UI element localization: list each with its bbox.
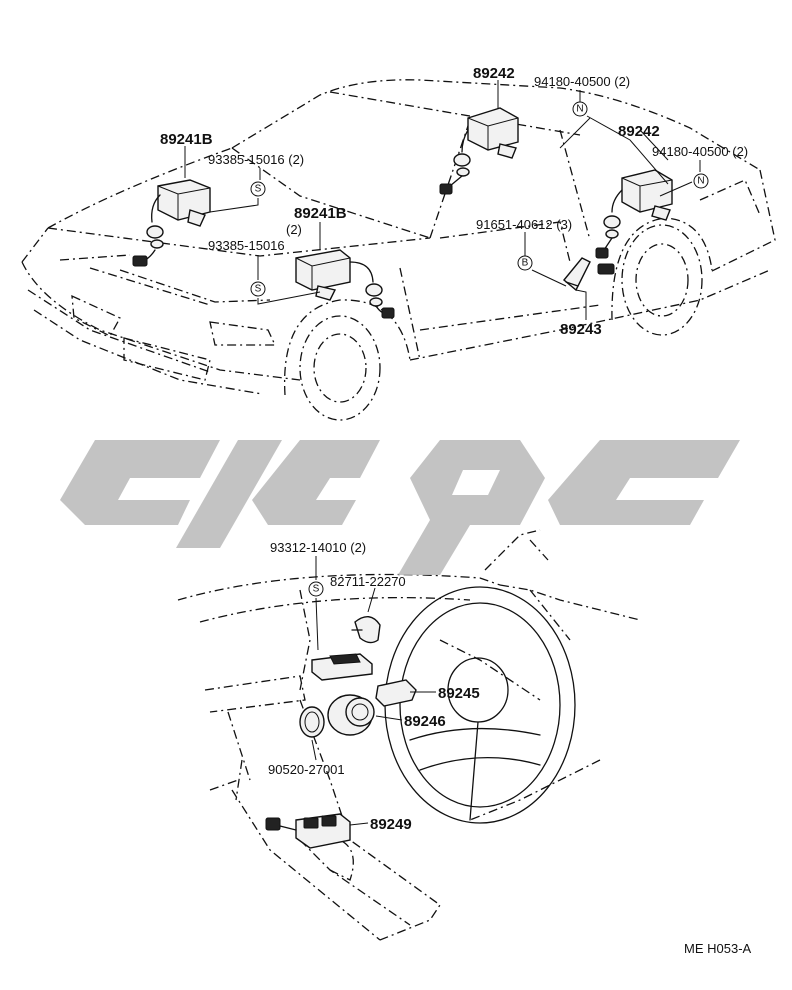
symbol-b-text: B [522,258,529,269]
label-89245: 89245 [438,685,480,702]
dashboard-outline [177,529,641,941]
ring-90520 [299,706,325,738]
symbol-s-dash: S [308,581,324,597]
label-93385-left: 93385-15016 (2) [208,152,304,167]
label-89246: 89246 [404,713,446,730]
symbol-s-left-text: S [255,184,262,195]
label-90520: 90520-27001 [268,762,345,777]
sensor-89241b-left [132,179,211,267]
label-89241b-left: 89241B [160,131,213,148]
control-89245 [375,679,417,707]
label-93312: 93312-14010 (2) [270,540,366,555]
switch-89246 [327,694,375,736]
symbol-n-top-text: N [576,104,583,115]
symbol-s-center: S [250,281,266,297]
sensor-89242-right [595,169,673,275]
label-94180-right: 94180-40500 (2) [652,144,748,159]
diagram-code: ME H053-A [684,941,752,956]
symbol-n-top: N [572,101,588,117]
switch-89249 [265,813,351,849]
label-82711: 82711-22270 [330,574,406,589]
label-91651: 91651-40612 (3) [476,217,572,232]
watermark-logo [60,440,740,575]
label-93385-center: 93385-15016 [208,238,285,253]
symbol-s-left: S [250,181,266,197]
sensor-89242-top [439,107,519,195]
sensor-89241b-center [295,249,395,319]
steering-wheel [384,586,576,824]
symbol-b: B [517,255,533,271]
symbol-s-center-text: S [255,284,262,295]
label-89249: 89249 [370,816,412,833]
label-89242-right: 89242 [618,123,660,140]
label-89241b-center: 89241B [294,205,347,222]
label-89242-top: 89242 [473,65,515,82]
label-89243: 89243 [560,321,602,338]
leader-lines [184,80,701,826]
label-2-center: (2) [286,222,302,237]
symbol-s-dash-text: S [313,584,320,595]
symbol-n-right-text: N [697,176,704,187]
label-94180-top: 94180-40500 (2) [534,74,630,89]
switch-assembly-82711 [311,616,381,681]
car-outline [21,79,776,421]
bracket-89243 [563,257,591,292]
symbol-n-right: N [693,173,709,189]
